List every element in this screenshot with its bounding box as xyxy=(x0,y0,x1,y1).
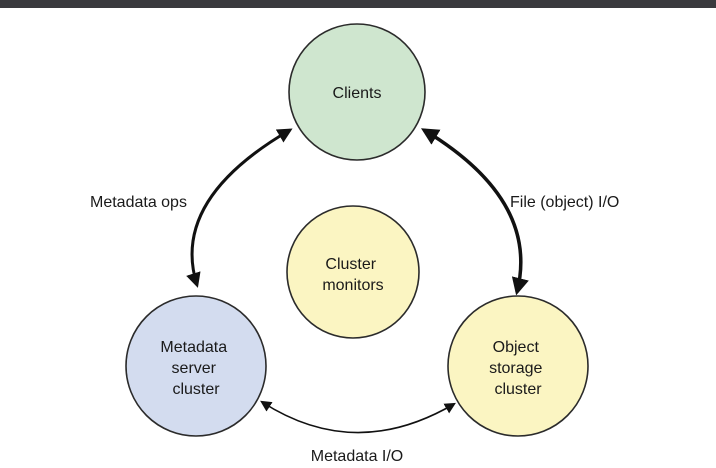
cluster-monitors-label: Cluster monitors xyxy=(322,256,383,294)
clients-label: Clients xyxy=(333,85,382,102)
cluster-monitors-node: Cluster monitors xyxy=(286,205,420,339)
file-io-arrow xyxy=(421,128,529,296)
metadata-ops-arrow xyxy=(186,128,293,288)
metadata-ops-label: Metadata ops xyxy=(90,194,187,211)
cluster-monitors-circle xyxy=(286,205,420,339)
clients-circle xyxy=(288,23,426,161)
file-io-label: File (object) I/O xyxy=(510,194,619,211)
metadata-server-cluster-label: Metadata server cluster xyxy=(160,339,231,398)
metadata-server-cluster-node: Metadata server cluster xyxy=(125,295,267,437)
metadata-io-label: Metadata I/O xyxy=(311,448,404,465)
metadata-server-cluster-circle xyxy=(125,295,267,437)
metadata-io-arrow xyxy=(260,400,456,434)
clients-node: Clients xyxy=(288,23,426,161)
object-storage-cluster-label: Object storage cluster xyxy=(489,339,547,398)
object-storage-cluster-node: Object storage cluster xyxy=(447,295,589,437)
object-storage-cluster-circle xyxy=(447,295,589,437)
window-top-bar xyxy=(0,0,716,8)
